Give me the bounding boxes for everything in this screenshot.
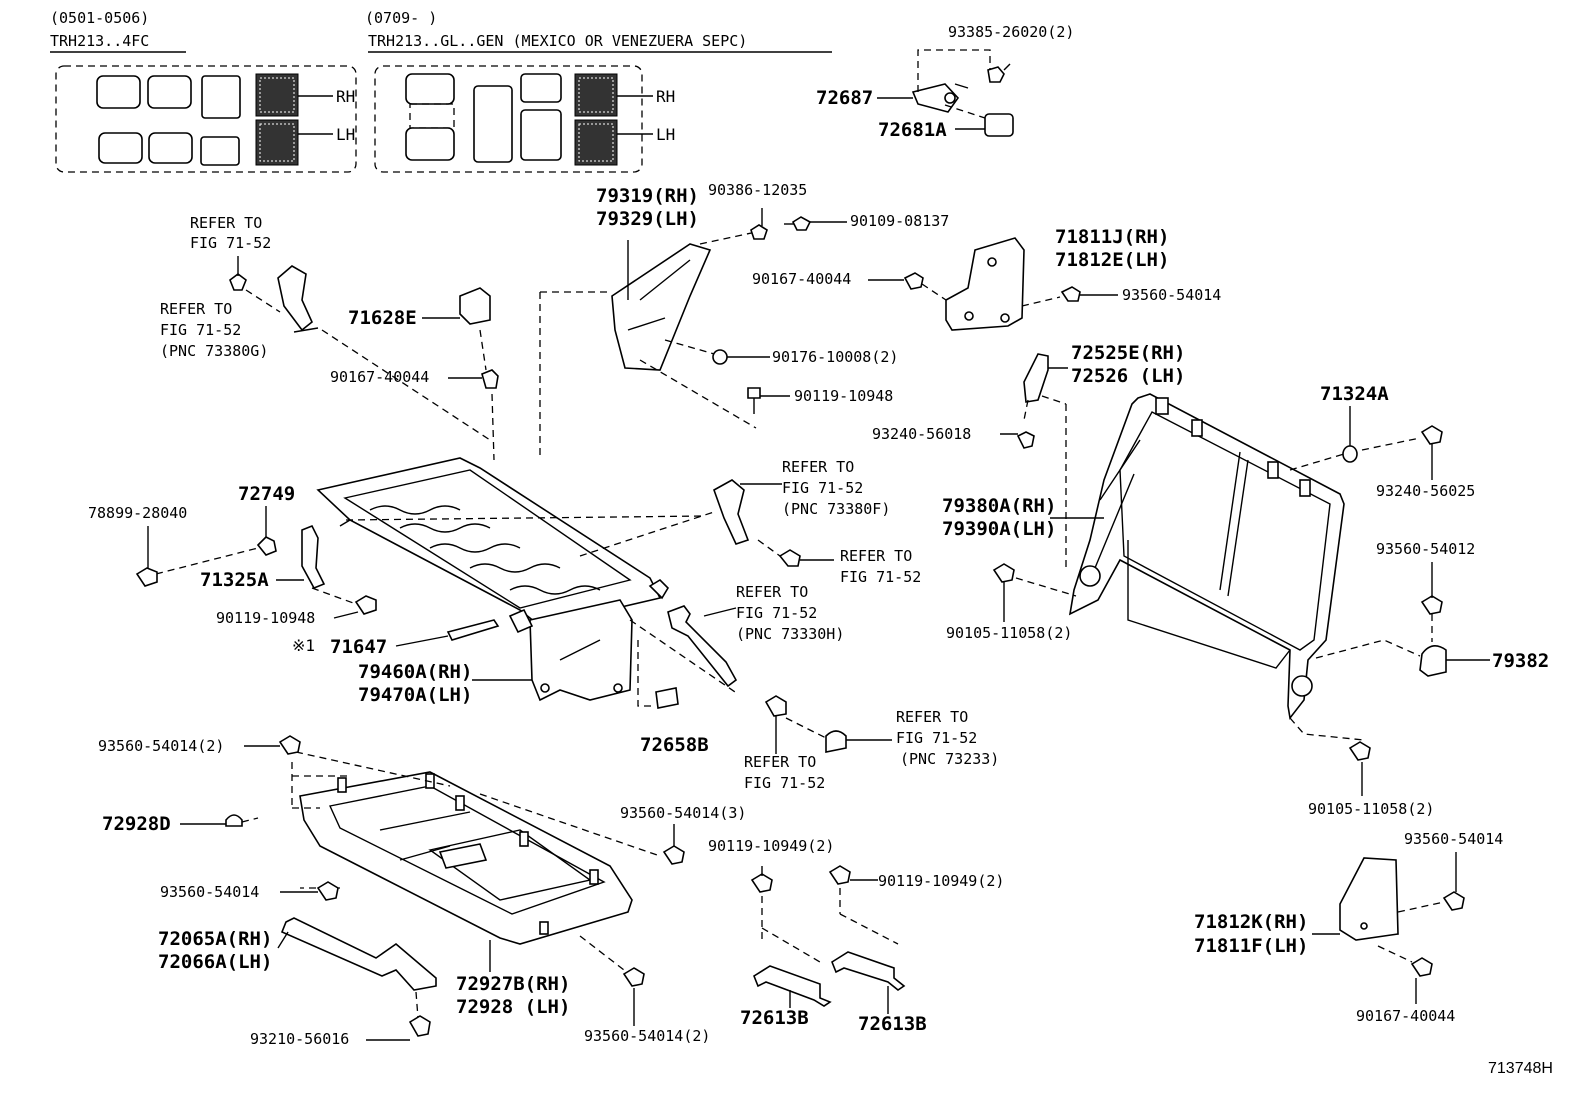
seat-back-parts (992, 353, 1490, 796)
refer-fig-5: FIG 71-52 (736, 604, 818, 622)
side-parts-72749 (135, 506, 707, 647)
part-79470A: 79470A(LH) (358, 684, 473, 706)
refer-fig-1: FIG 71-52 (190, 234, 272, 252)
seat-layout-right (368, 51, 832, 173)
bracket-79319 (539, 208, 847, 460)
part-72927B: 72927B(RH) (456, 973, 571, 995)
refer-fig-6: FIG 71-52 (744, 774, 826, 792)
part-90167-a: 90167-40044 (752, 270, 852, 288)
part-93240-b: 93240-56025 (1376, 482, 1476, 500)
part-79382: 79382 (1492, 650, 1550, 672)
header-right-model: TRH213..GL..GEN (MEXICO OR VENEZUERA SEP… (368, 32, 748, 50)
refer-pnc-7: (PNC 73233) (900, 750, 1000, 768)
part-93560-d: 93560-54014(3) (620, 804, 747, 822)
refer-to-5: REFER TO (736, 583, 809, 601)
refer-to-3: REFER TO (782, 458, 855, 476)
part-71647: 71647 (330, 636, 388, 658)
refer-to-6: REFER TO (744, 753, 817, 771)
part-90176: 90176-10008(2) (772, 348, 899, 366)
part-93560-f: 93560-54014(2) (584, 1027, 711, 1045)
lh-label: LH (336, 125, 356, 144)
refer-fig-7: FIG 71-52 (896, 729, 978, 747)
part-90119-d: 90119-10949(2) (878, 872, 1005, 890)
part-79329: 79329(LH) (596, 208, 699, 230)
part-72066A: 72066A(LH) (158, 951, 273, 973)
part-90105-a: 90105-11058(2) (946, 624, 1073, 642)
belt-buckle-left (229, 256, 499, 461)
refer-fig-3: FIG 71-52 (782, 479, 864, 497)
rh-label-2: RH (656, 87, 676, 106)
refer-to-7: REFER TO (896, 708, 969, 726)
refer-pnc-3: (PNC 73380F) (782, 500, 891, 518)
part-71812K: 71812K(RH) (1194, 911, 1309, 933)
part-72525E: 72525E(RH) (1071, 342, 1186, 364)
part-72658B: 72658B (640, 734, 709, 756)
belt-buckle-mid (579, 479, 892, 754)
note-mark: ※1 (292, 636, 316, 655)
part-93560-g: 93560-54014 (1404, 830, 1504, 848)
part-90109: 90109-08137 (850, 212, 950, 230)
refer-to-2: REFER TO (160, 300, 233, 318)
part-93385: 93385-26020(2) (948, 23, 1075, 41)
refer-to-1: REFER TO (190, 214, 263, 232)
part-79390A: 79390A(LH) (942, 518, 1057, 540)
part-79380A: 79380A(RH) (942, 495, 1057, 517)
lh-label-2: LH (656, 125, 676, 144)
part-90167-b: 90167-40044 (330, 368, 430, 386)
bracket-72687 (877, 49, 1014, 137)
part-79319: 79319(RH) (596, 185, 699, 207)
part-93560-b: 93560-54012 (1376, 540, 1476, 558)
part-78899: 78899-28040 (88, 504, 188, 522)
refer-fig-4: FIG 71-52 (840, 568, 922, 586)
part-71324A: 71324A (1320, 383, 1389, 405)
refer-fig-2: FIG 71-52 (160, 321, 242, 339)
part-72613B-a: 72613B (740, 1007, 809, 1029)
part-90386: 90386-12035 (708, 181, 808, 199)
rh-label: RH (336, 87, 356, 106)
seat-cushion-frame (316, 457, 739, 707)
part-71811J: 71811J(RH) (1055, 226, 1170, 248)
support-rail-72065A (277, 917, 437, 1041)
part-71628E: 71628E (348, 307, 417, 329)
part-72928D: 72928D (102, 813, 171, 835)
part-72065A: 72065A(RH) (158, 928, 273, 950)
figure-number: 713748H (1488, 1060, 1553, 1077)
part-90105-b: 90105-11058(2) (1308, 800, 1435, 818)
part-71811F: 71811F(LH) (1194, 935, 1309, 957)
header-left-model: TRH213..4FC (50, 32, 150, 50)
part-90167-c: 90167-40044 (1356, 1007, 1456, 1025)
refer-to-4: REFER TO (840, 547, 913, 565)
part-72749: 72749 (238, 483, 296, 505)
part-90119-b: 90119-10948 (216, 609, 316, 627)
part-72526: 72526 (LH) (1071, 365, 1186, 387)
brackets-72613B (750, 865, 906, 1014)
part-79460A: 79460A(RH) (358, 661, 473, 683)
part-72681A: 72681A (878, 119, 947, 141)
cover-71812K (1312, 852, 1465, 1004)
seat-layout-left (50, 51, 357, 173)
part-72613B-b: 72613B (858, 1013, 927, 1035)
part-93560-c: 93560-54014(2) (98, 737, 225, 755)
part-71812E: 71812E(LH) (1055, 249, 1170, 271)
header-right-date: (0709- ) (365, 9, 438, 27)
cover-71811J (868, 237, 1118, 331)
part-93560-e: 93560-54014 (160, 883, 260, 901)
part-93210: 93210-56016 (250, 1030, 350, 1048)
seat-back-frame (1041, 393, 1421, 741)
refer-pnc-5: (PNC 73330H) (736, 625, 845, 643)
header-left-date: (0501-0506) (50, 9, 150, 27)
part-93560-a: 93560-54014 (1122, 286, 1222, 304)
part-71325A: 71325A (200, 569, 269, 591)
lower-tray (180, 735, 685, 1026)
part-90119-a: 90119-10948 (794, 387, 894, 405)
part-72928: 72928 (LH) (456, 996, 571, 1018)
part-72687: 72687 (816, 87, 874, 109)
part-93240-a: 93240-56018 (872, 425, 972, 443)
part-90119-c: 90119-10949(2) (708, 837, 835, 855)
refer-pnc-2: (PNC 73380G) (160, 342, 269, 360)
